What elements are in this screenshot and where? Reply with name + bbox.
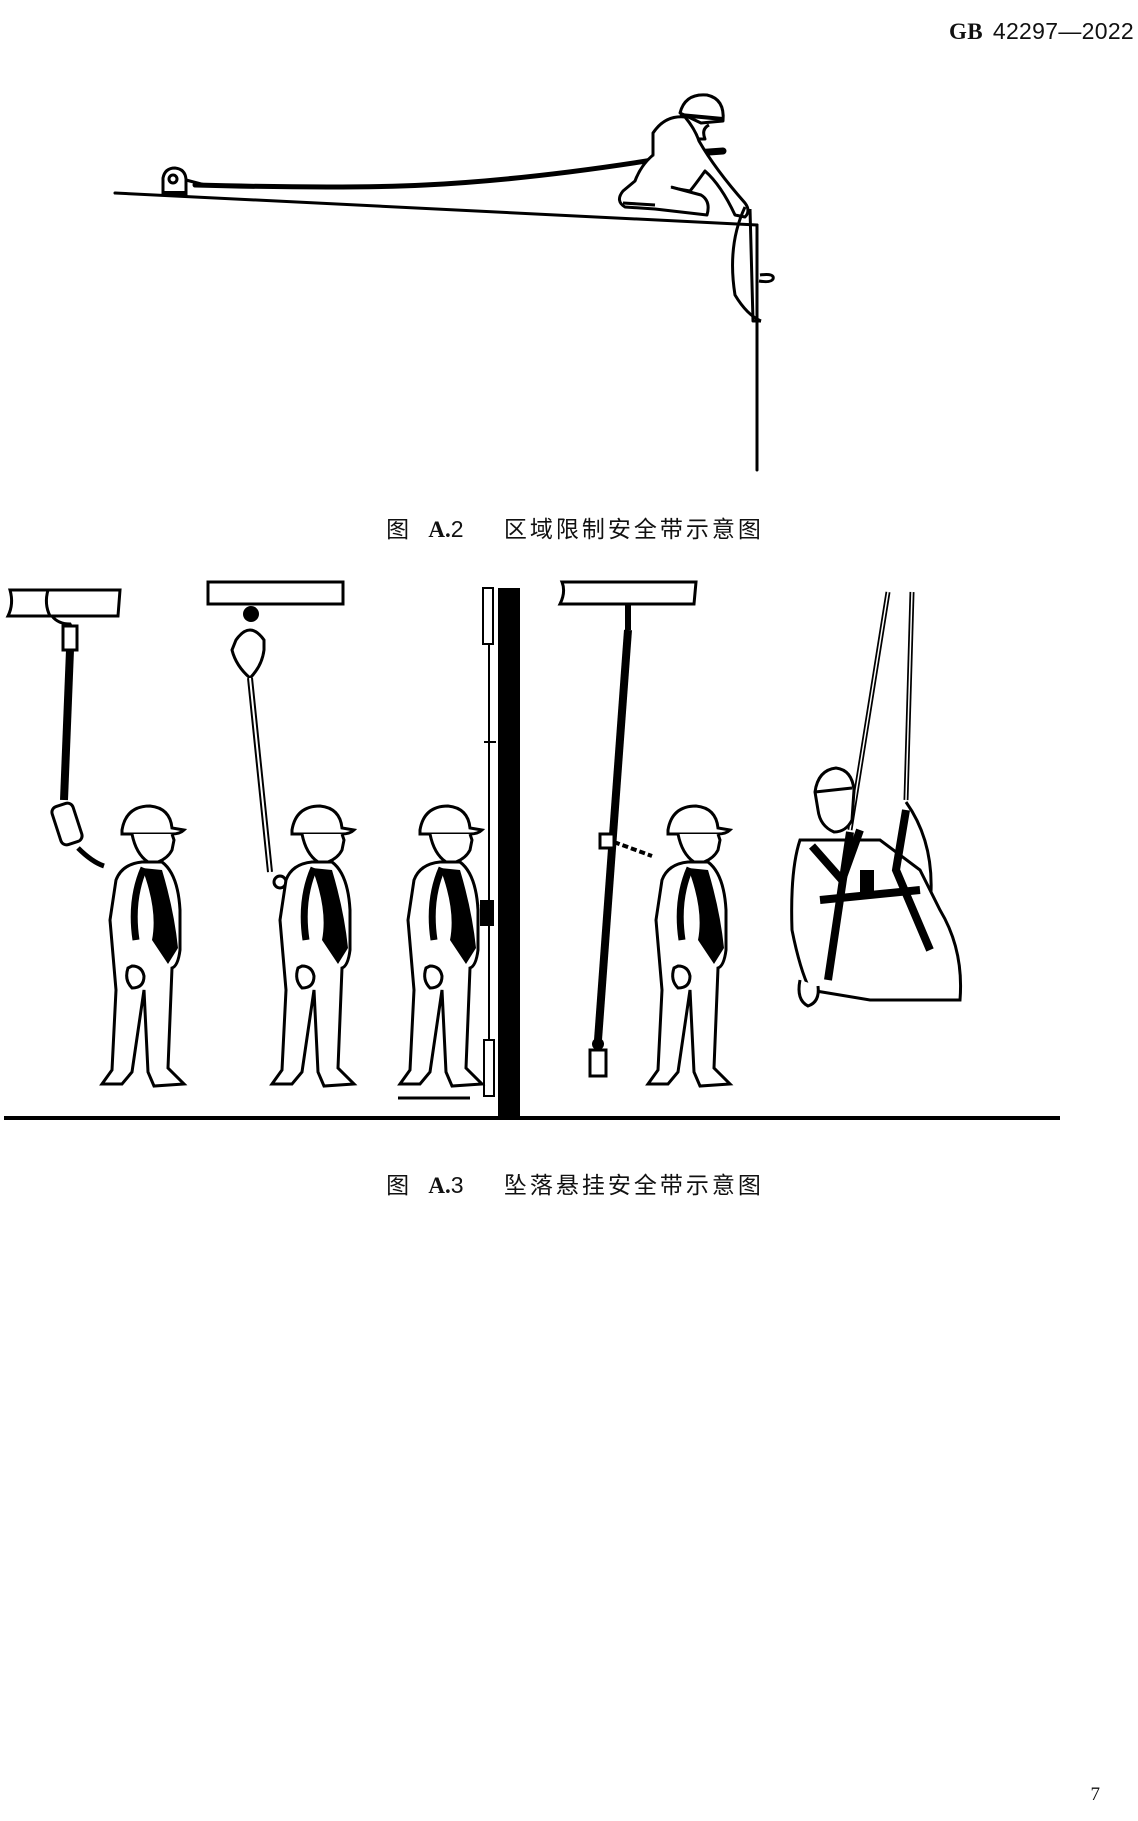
document-header: GB 42297—2022 xyxy=(949,18,1134,45)
caption-number: A.2 xyxy=(428,516,464,542)
panel-energy-absorber-lanyard xyxy=(5,588,184,1086)
caption-number: A.3 xyxy=(428,1172,464,1198)
standard-code: GB xyxy=(949,19,983,44)
caption-prefix: 图 xyxy=(386,1173,413,1199)
figure-a3-caption: 图 A.3 坠落悬挂安全带示意图 xyxy=(0,1166,1138,1200)
figure-a3-illustration xyxy=(0,570,1138,1130)
anchor-point-icon xyxy=(161,166,206,198)
roof-edge-restraint-drawing xyxy=(113,93,775,472)
kneeling-worker-figure xyxy=(618,93,775,323)
panel-self-retracting-lifeline xyxy=(206,580,354,1086)
caption-prefix: 图 xyxy=(386,517,413,543)
figure-a2-caption: 图 A.2 区域限制安全带示意图 xyxy=(0,510,1138,544)
caption-title: 坠落悬挂安全带示意图 xyxy=(503,1173,764,1199)
panel-vertical-rigid-rail xyxy=(398,587,520,1118)
caption-title: 区域限制安全带示意图 xyxy=(503,517,764,543)
panel-vertical-flexible-line xyxy=(557,580,730,1086)
standard-number: 42297—2022 xyxy=(992,18,1134,44)
panel-suspended-worker xyxy=(790,591,963,1008)
page-number: 7 xyxy=(1090,1784,1101,1805)
figure-a2-illustration xyxy=(95,85,975,475)
fall-arrest-scenarios-drawing xyxy=(4,580,1060,1120)
